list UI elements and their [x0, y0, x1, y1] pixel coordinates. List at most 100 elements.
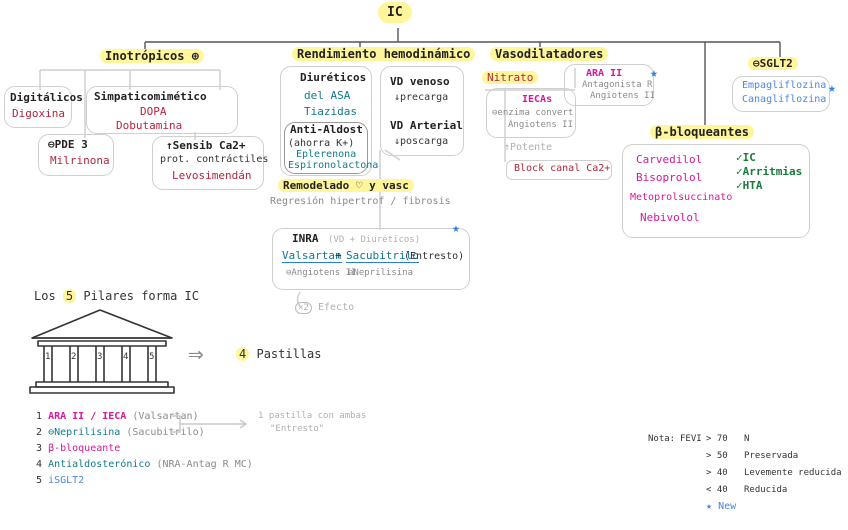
circled-plus-icon: ⊕ — [191, 49, 199, 63]
ieca-title: IECAs — [522, 94, 553, 105]
betabloq-title: β-bloqueantes — [650, 125, 754, 140]
nota-row-1-cond: > 70 — [706, 434, 728, 444]
nota-row-1-val: N — [744, 434, 750, 444]
vd-arterial-title: VD Arterial — [390, 119, 463, 132]
simpaticomimetico-box — [86, 86, 238, 134]
antialdos-sub: (ahorra K+) — [288, 138, 355, 149]
pilar-item-4: 4 Antialdosterónico (NRA-Antag R MC) — [36, 459, 253, 470]
pilar-col-2: 2 — [71, 352, 77, 362]
antialdos-espironolactona: Espironolactona — [288, 160, 379, 171]
ara2-desc2: Angiotens II — [590, 91, 656, 101]
betabloq-use-hta: ✓HTA — [736, 179, 763, 192]
nota-label: Nota: — [648, 434, 676, 444]
diureticos-box — [280, 66, 372, 176]
simpatico-drug-dopa: DOPA — [140, 105, 167, 118]
diuretico-asa: del ASA — [304, 89, 351, 102]
ieca-desc2: Angiotens II — [508, 120, 574, 130]
efecto-label: Efecto — [318, 302, 355, 313]
pde3-drug: Milrinona — [50, 154, 110, 167]
digitalicos-box — [4, 86, 72, 128]
vasodilatadores-title: Vasodilatadores — [490, 47, 609, 62]
bloq-canal: Block canal Ca2+ — [514, 163, 611, 174]
pilar-col-1: 1 — [45, 352, 51, 362]
nota-row-3-val: Levemente reducida — [744, 468, 842, 478]
pilar-item-3: 3 β-bloqueante — [36, 443, 121, 454]
nota-row-2-val: Preservada — [744, 451, 799, 461]
nota-feve: FEVI — [680, 434, 702, 444]
betabloq-box — [622, 144, 810, 238]
inra-sub-neprilisina: ⊖Neprilisina — [348, 268, 414, 278]
new-star-icon: ★ — [828, 81, 836, 96]
nitrato: Nitrato — [482, 71, 539, 85]
nota-new: ★ New — [706, 501, 737, 512]
pilar-item-5: 5 iSGLT2 — [36, 475, 85, 486]
sensib-box — [152, 136, 264, 190]
new-star-icon: ★ — [706, 501, 713, 512]
antialdos-box — [284, 122, 368, 174]
digitalicos-title: Digitálicos — [10, 91, 83, 104]
ieca-desc1: ⊖enzima convert — [492, 108, 574, 118]
sensib-title: ↑Sensib Ca2+ — [166, 139, 246, 152]
combo-note: 1 pastilla con ambas — [258, 411, 367, 421]
inra-entresto: (Entresto) — [404, 251, 465, 262]
ara2-title: ARA II — [586, 68, 623, 79]
inra-box — [272, 228, 470, 290]
antialdos-eplerenona: Eplerenona — [296, 149, 357, 160]
inra-sub-angiotens: ⊖Angiotens II — [286, 268, 357, 278]
pilar-item-1: 1 ARA II / IECA (Valsartan) — [36, 411, 199, 422]
inra-valsartan: Valsartan — [282, 249, 342, 263]
pde3-box — [38, 134, 114, 176]
root-title: IC — [378, 2, 412, 23]
diureticos-title: Diuréticos — [300, 71, 367, 84]
new-star-icon: ★ — [452, 221, 460, 236]
sglt2-empagliflozina: Empagliflozina — [742, 80, 827, 91]
digitalicos-drug: Digoxina — [12, 107, 65, 120]
remodelado-desc: Regresión hipertrof / fibrosis — [270, 196, 451, 207]
betabloq-nebivolol: Nebivolol — [640, 211, 700, 224]
nota-row-4-val: Reducida — [744, 485, 788, 495]
betabloq-use-ic: ✓IC — [736, 151, 756, 164]
ara2-desc1: Antagonista R — [582, 80, 653, 90]
nota-row-3-cond: > 40 — [706, 468, 728, 478]
vd-venoso-title: VD venoso — [390, 75, 450, 88]
inra-sacubitrilo: Sacubitrilo — [346, 249, 419, 263]
vd-venoso-effect: ↓precarga — [394, 92, 449, 103]
remodelado-title: Remodelado ♡ y vasc — [278, 179, 414, 193]
sensib-sub: prot. contráctiles — [160, 154, 269, 165]
diuretico-tiazidas: Tiazidas — [304, 105, 357, 118]
sglt2-title: ⊖SGLT2 — [748, 57, 798, 71]
betabloq-metoprolsuccinato: Metoprolsuccinato — [630, 192, 733, 203]
simpatico-drug-dobutamina: Dobutamina — [116, 119, 183, 132]
sglt2-box — [732, 76, 830, 112]
bloq-canal-box — [506, 160, 612, 180]
nota-row-4-cond: < 40 — [706, 485, 728, 495]
inotropicos-title: Inotrópicos ⊕ — [100, 49, 204, 64]
ieca-note: ↑Potente — [504, 142, 553, 153]
antialdos-title: Anti-Aldost — [290, 123, 363, 136]
pilar-col-3: 3 — [97, 352, 103, 362]
betabloq-use-arritmias: ✓Arritmias — [736, 165, 803, 178]
vd-box — [380, 66, 464, 156]
pilar-col-5: 5 — [149, 352, 155, 362]
sglt2-canagliflozina: Canagliflozina — [742, 94, 827, 105]
ieca-box — [486, 88, 576, 138]
pde3-title: ⊖PDE 3 — [48, 138, 88, 151]
pilares-result: 4 Pastillas — [236, 347, 322, 362]
nota-row-2-cond: > 50 — [706, 451, 728, 461]
sensib-drug: Levosimendán — [172, 169, 252, 182]
betabloq-carvedilol: Carvedilol — [636, 153, 703, 166]
pilar-item-2: 2 ⊖Neprilisina (Sacubitrilo) — [36, 427, 205, 438]
efecto-circle: ×2 — [295, 302, 312, 315]
rendimiento-title: Rendimiento hemodinámico — [292, 47, 476, 62]
pilares-title: Los 5 Pilares forma IC — [34, 289, 199, 303]
simpaticomimetico-title: Simpaticomimético — [94, 90, 207, 103]
inra-plus: + — [335, 249, 342, 262]
inra-note: (VD + Diuréticos) — [328, 235, 421, 245]
new-star-icon: ★ — [650, 66, 658, 81]
ara2-box — [564, 64, 654, 106]
combo-entresto: "Entresto" — [270, 424, 325, 434]
inra-title: INRA — [292, 232, 319, 245]
